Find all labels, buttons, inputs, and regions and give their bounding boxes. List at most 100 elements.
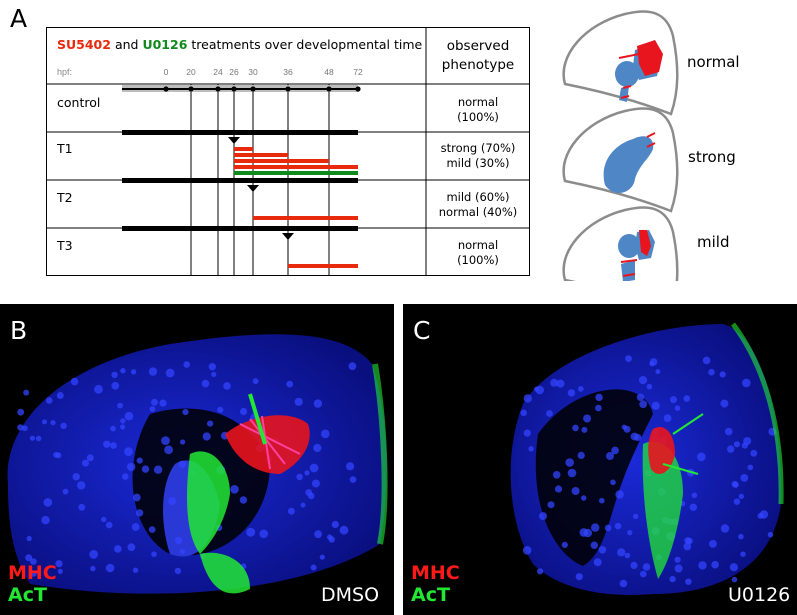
nucleus-dot: [70, 377, 79, 386]
nucleus-dot: [614, 522, 622, 530]
nucleus-dot: [339, 525, 349, 535]
nucleus-dot: [259, 529, 269, 539]
nucleus-dot: [207, 420, 214, 427]
nucleus-dot: [62, 488, 69, 495]
heart-schematic-mild: [562, 206, 679, 281]
hpf-tick-20: 20: [186, 67, 196, 77]
treatment-label-u0126: U0126: [728, 584, 791, 606]
nucleus-dot: [313, 443, 322, 453]
nucleus-dot: [638, 376, 648, 385]
nucleus-dot: [670, 396, 677, 404]
nucleus-dot: [738, 493, 744, 500]
hpf-tick-72: 72: [353, 67, 363, 77]
nucleus-dot: [698, 561, 707, 570]
nucleus-dot: [747, 464, 754, 471]
nucleus-dot: [738, 533, 744, 540]
nucleus-dot: [178, 460, 186, 468]
nucleus-dot: [182, 409, 189, 416]
nucleus-dot: [168, 497, 177, 506]
nucleus-dot: [240, 407, 248, 416]
t3-treatment-bar: [288, 264, 358, 268]
nucleus-dot: [60, 422, 67, 429]
nucleus-dot: [120, 368, 126, 374]
panel-label-c: C: [413, 316, 431, 345]
nucleus-dot: [719, 371, 726, 378]
nucleus-dot: [685, 578, 692, 585]
nucleus-dot: [523, 394, 532, 403]
nucleus-dot: [727, 445, 735, 453]
panel-label-a: A: [10, 4, 28, 33]
nucleus-dot: [750, 449, 758, 457]
nucleus-dot: [583, 414, 592, 423]
nucleus-dot: [742, 378, 751, 388]
nucleus-dot: [132, 567, 139, 573]
nucleus-dot: [630, 432, 639, 441]
nucleus-dot: [627, 530, 633, 536]
nucleus-dot: [56, 392, 64, 399]
nucleus-dot: [577, 451, 585, 459]
nucleus-dot: [684, 537, 692, 545]
nucleus-dot: [572, 424, 579, 432]
nucleus-dot: [246, 527, 256, 537]
nucleus-dot: [579, 528, 589, 537]
nucleus-dot: [130, 369, 137, 375]
row-name-t3: T3: [57, 238, 73, 253]
nucleus-dot: [111, 381, 120, 390]
nucleus-dot: [624, 552, 631, 559]
control-dot-30: [250, 86, 256, 92]
nucleus-dot: [17, 408, 25, 416]
nucleus-dot: [598, 546, 607, 554]
nucleus-dot: [307, 492, 315, 500]
nucleus-dot: [164, 445, 174, 455]
nucleus-dot: [148, 526, 156, 533]
nucleus-dot: [131, 523, 140, 531]
nucleus-dot: [201, 379, 210, 388]
nucleus-dot: [630, 561, 638, 569]
nucleus-dot: [230, 485, 239, 494]
hpf-tick-36: 36: [283, 67, 293, 77]
nucleus-dot: [523, 429, 531, 437]
nucleus-dot: [674, 556, 681, 563]
nucleus-dot: [740, 551, 746, 557]
nucleus-dot: [683, 395, 691, 402]
t1-treatment-bar-4: [234, 171, 358, 175]
hpf-tick-24: 24: [213, 67, 223, 77]
nucleus-dot: [689, 503, 697, 511]
timeline-bar-t3: [122, 226, 358, 231]
phenotype-header: observed phenotype: [426, 37, 530, 75]
nucleus-dot: [593, 558, 602, 567]
nucleus-dot: [45, 397, 53, 404]
stain-label-act-c: AcT: [411, 584, 450, 606]
control-dot-36: [285, 86, 291, 92]
nucleus-dot: [117, 402, 123, 409]
micrograph-dmso: B MHC AcT DMSO: [0, 304, 394, 615]
nucleus-dot: [567, 389, 576, 397]
phenotype-control-line-2: (100%): [457, 110, 499, 124]
nucleus-dot: [649, 361, 655, 367]
nucleus-dot: [30, 570, 37, 577]
title-u0126: U0126: [142, 37, 188, 52]
nucleus-dot: [528, 446, 534, 452]
nucleus-dot: [136, 457, 143, 464]
nucleus-dot: [669, 575, 676, 583]
nucleus-dot: [520, 409, 527, 417]
nucleus-dot: [708, 368, 715, 376]
nucleus-dot: [174, 536, 183, 545]
nucleus-dot: [309, 463, 319, 473]
timeline-bar-t2: [122, 178, 358, 183]
nucleus-dot: [709, 540, 717, 548]
phenotype-t2-line-1: mild (60%): [446, 190, 510, 204]
nucleus-dot: [640, 570, 647, 578]
nucleus-dot: [202, 432, 211, 441]
nucleus-dot: [691, 492, 698, 499]
nucleus-dot: [599, 497, 605, 504]
nucleus-dot: [546, 410, 553, 417]
nucleus-dot: [287, 507, 295, 515]
nucleus-dot: [141, 465, 150, 473]
nucleus-dot: [211, 371, 217, 377]
nucleus-dot: [595, 393, 603, 402]
nucleus-dot: [313, 399, 323, 408]
nucleus-dot: [151, 551, 157, 557]
hpf-tick-26: 26: [229, 67, 239, 77]
nucleus-dot: [547, 501, 555, 509]
